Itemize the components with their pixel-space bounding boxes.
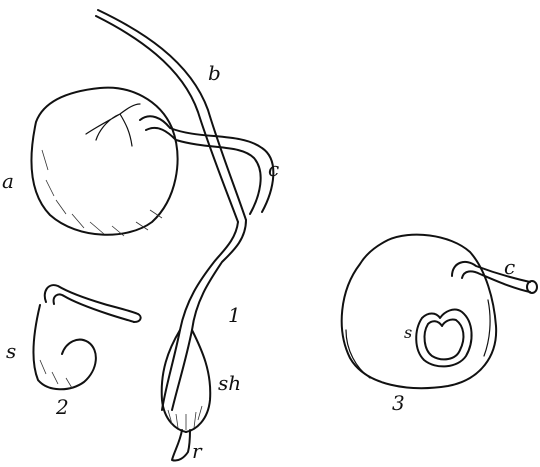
cotyledon-stalk (140, 116, 273, 214)
leaf-b (96, 10, 246, 222)
label-r: r (192, 439, 203, 463)
label-a: a (2, 169, 14, 193)
labels: a b c 1 sh r s 2 3 c s (2, 61, 515, 463)
seed-a (31, 88, 177, 236)
label-s2: s (6, 339, 16, 363)
label-sh: sh (218, 371, 241, 395)
root-r (172, 430, 190, 461)
label-fig1: 1 (228, 303, 241, 327)
label-fig3: 3 (392, 391, 405, 415)
label-s3: s (404, 323, 412, 342)
label-c1: c (268, 157, 279, 181)
label-b: b (208, 61, 221, 85)
label-fig2: 2 (55, 395, 69, 419)
label-c3: c (504, 255, 515, 279)
figure-2 (34, 285, 141, 389)
